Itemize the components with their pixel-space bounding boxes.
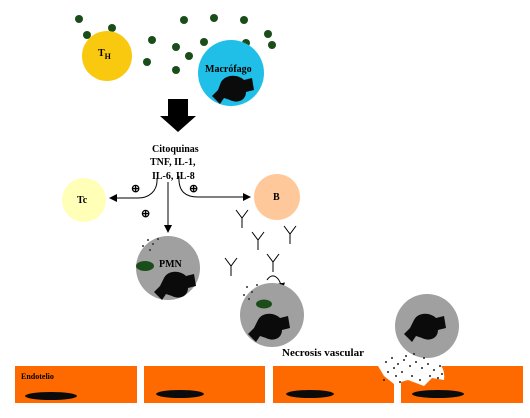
- down-arrow-icon: [160, 99, 196, 132]
- endothelial-nucleus-2: [156, 390, 204, 398]
- pmn-nucleus: [154, 271, 196, 300]
- macrophage-label: Macrófago: [205, 64, 252, 75]
- plus-sign-pmn: ⊕: [141, 208, 150, 220]
- necrosis-dots: [383, 353, 443, 383]
- endothelium: [15, 366, 523, 403]
- cytokines-list-2: IL-6, IL-8: [152, 171, 195, 182]
- macrophage-nucleus: [212, 75, 254, 104]
- pmn-granule: [136, 261, 154, 271]
- plus-sign-tc: ⊕: [131, 183, 140, 195]
- endothelium-label: Endotelio: [21, 372, 54, 381]
- pmn-activated-dots: [243, 284, 258, 300]
- endothelial-cell-3: [273, 366, 394, 403]
- th-label: TH: [98, 48, 112, 61]
- b-cell: [254, 174, 300, 220]
- pmn-activated-nucleus: [248, 313, 290, 342]
- plus-sign-b: ⊕: [189, 183, 198, 195]
- endothelial-cell-2: [144, 366, 265, 403]
- cytokines-list-1: TNF, IL-1,: [150, 157, 196, 168]
- endothelial-nucleus-1: [25, 392, 77, 400]
- b-label: B: [273, 192, 280, 203]
- endothelial-nucleus-3: [286, 390, 334, 398]
- endothelial-nucleus-4: [412, 390, 464, 398]
- necrosis-label: Necrosis vascular: [282, 347, 364, 359]
- pmn-activated-granule: [256, 299, 272, 309]
- arrow-to-tc: [109, 177, 158, 202]
- pmn-label: PMN: [159, 259, 183, 270]
- pmn-wall-nucleus: [404, 313, 446, 342]
- tc-cell: [62, 178, 106, 222]
- pmn-granule-dots: [142, 238, 159, 251]
- tc-label: Tc: [77, 195, 88, 206]
- th-cell: [82, 31, 132, 81]
- arrow-to-b: [178, 175, 251, 201]
- cytokines-title: Citoquinas: [152, 144, 199, 155]
